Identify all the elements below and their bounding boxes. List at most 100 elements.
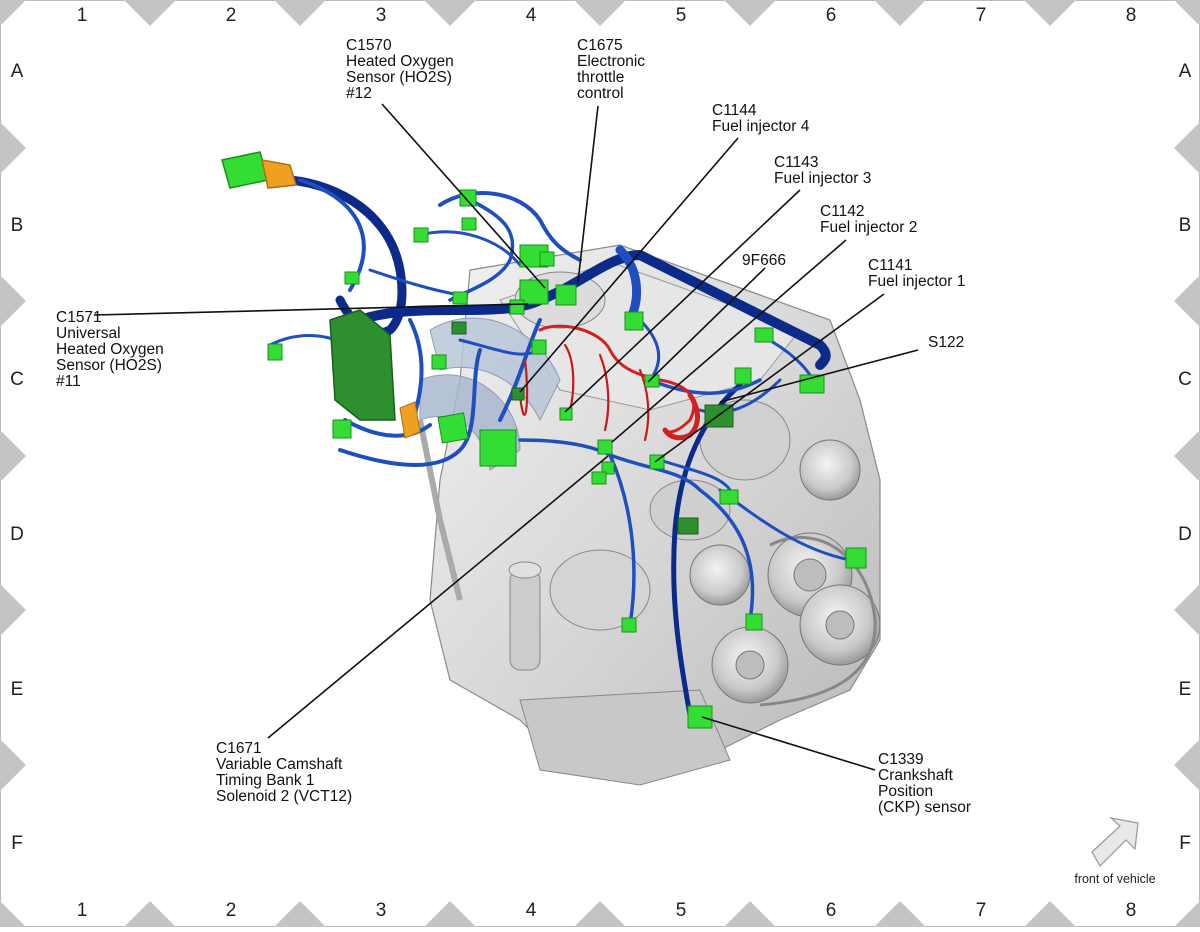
border-triangle-bottom [274, 901, 326, 927]
grid-column-label: 3 [376, 5, 387, 26]
leader-c1143 [564, 189, 801, 413]
border-triangle-left [0, 275, 26, 327]
callout-line: Fuel injector 3 [774, 170, 872, 187]
grid-column-label: 2 [226, 5, 237, 26]
leader-c1571 [93, 303, 529, 316]
callout-line: #12 [346, 85, 372, 102]
grid-column-label: 5 [676, 5, 687, 26]
callout-s122: S122 [928, 335, 964, 351]
border-triangle-bottom [424, 901, 476, 927]
callout-c1141: C1141 Fuel injector 1 [868, 258, 965, 290]
front-of-vehicle-label: front of vehicle [1074, 872, 1156, 886]
callout-c1142: C1142 Fuel injector 2 [820, 204, 917, 236]
callout-line: C1144 [712, 102, 757, 119]
border-corner [0, 0, 26, 26]
grid-column-label: 4 [526, 900, 537, 921]
border-triangle-right [1174, 739, 1200, 791]
callout-line: C1571 [56, 309, 102, 326]
grid-row-label: C [10, 369, 24, 390]
callout-line: 9F666 [742, 252, 786, 269]
grid-row-label: C [1178, 369, 1192, 390]
callout-c1339: C1339 Crankshaft Position (CKP) sensor [878, 752, 971, 816]
border-corner [1174, 0, 1200, 26]
grid-column-label: 8 [1126, 5, 1137, 26]
callout-line: Fuel injector 4 [712, 118, 810, 135]
border-triangle-top [124, 0, 176, 26]
leader-c1339 [701, 716, 876, 771]
border-triangle-left [0, 430, 26, 482]
border-triangle-left [0, 739, 26, 791]
grid-column-label: 7 [976, 5, 987, 26]
leader-c1142 [611, 239, 847, 443]
connectors [221, 151, 867, 729]
grid-column-label: 2 [226, 900, 237, 921]
grid-column-label: 4 [526, 5, 537, 26]
callout-line: S122 [928, 334, 965, 351]
border-corner [0, 901, 26, 927]
engine-block [417, 244, 881, 786]
leader-c1671 [267, 455, 609, 739]
leader-c1141 [654, 293, 885, 463]
callout-line: throttle [577, 69, 625, 86]
grid-row-label: E [1179, 679, 1192, 700]
leader-c1675 [577, 105, 599, 283]
leader-s122 [719, 349, 919, 403]
grid-row-label: F [1179, 833, 1191, 854]
grid-column-label: 8 [1126, 900, 1137, 921]
border-triangle-top [424, 0, 476, 26]
grid-column-label: 5 [676, 900, 687, 921]
grid-row-label: D [10, 524, 24, 545]
border-triangle-top [874, 0, 926, 26]
arrow-up-right-icon [1091, 817, 1139, 867]
callout-line: C1671 [216, 740, 262, 757]
border-triangle-left [0, 584, 26, 636]
callout-line: Universal [56, 325, 121, 342]
callout-line: Variable Camshaft [216, 756, 343, 773]
callout-line: Sensor (HO2S) [56, 357, 162, 374]
callout-line: (CKP) sensor [878, 799, 972, 816]
grid-row-label: A [11, 61, 24, 82]
grid-column-label: 3 [376, 900, 387, 921]
callout-line: C1141 [868, 257, 913, 274]
callout-line: control [577, 85, 624, 102]
callout-line: Crankshaft [878, 767, 953, 784]
callout-line: Sensor (HO2S) [346, 69, 452, 86]
callout-line: Position [878, 783, 934, 800]
callout-line: C1570 [346, 37, 392, 54]
callout-c1143: C1143 Fuel injector 3 [774, 155, 871, 187]
border-triangle-left [0, 122, 26, 174]
callout-line: C1675 [577, 37, 623, 54]
grid-row-label: B [11, 215, 24, 236]
callout-c1675: C1675 Electronic throttle control [577, 38, 645, 102]
grid-row-label: D [1178, 524, 1192, 545]
border-triangle-right [1174, 584, 1200, 636]
leader-c1570 [381, 103, 546, 289]
border-triangle-top [274, 0, 326, 26]
callout-line: Timing Bank 1 [216, 772, 315, 789]
callout-line: C1339 [878, 751, 924, 768]
callout-line: Fuel injector 2 [820, 219, 918, 236]
callout-line: Solenoid 2 (VCT12) [216, 788, 353, 805]
border-triangle-bottom [574, 901, 626, 927]
border-triangle-top [1024, 0, 1076, 26]
grid-column-label: 7 [976, 900, 987, 921]
leader-c1144 [519, 137, 739, 393]
border-triangle-top [724, 0, 776, 26]
border-corner [1174, 901, 1200, 927]
grid-column-label: 1 [77, 900, 88, 921]
grid-row-label: B [1179, 215, 1192, 236]
callout-line: Heated Oxygen [346, 53, 454, 70]
callout-line: #11 [56, 373, 81, 390]
callout-c1570: C1570 Heated Oxygen Sensor (HO2S) #12 [346, 38, 454, 102]
callout-line: C1142 [820, 203, 865, 220]
callout-c1671: C1671 Variable Camshaft Timing Bank 1 So… [216, 741, 352, 805]
grid-row-label: E [11, 679, 24, 700]
border-triangle-right [1174, 275, 1200, 327]
border-triangle-bottom [1024, 901, 1076, 927]
